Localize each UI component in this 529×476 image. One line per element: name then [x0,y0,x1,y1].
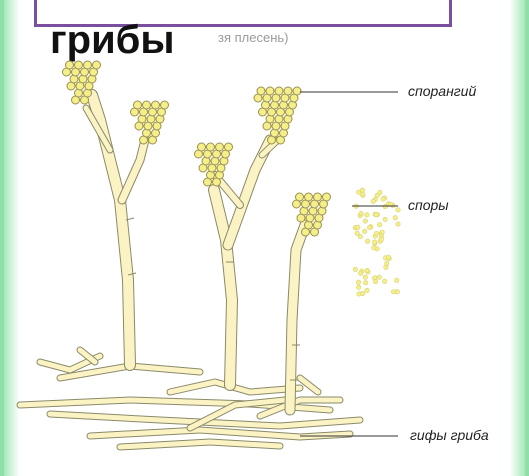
spore [84,61,92,69]
sporangiophore-1 [122,140,145,200]
loose-spore [396,208,400,212]
loose-spore [357,292,361,296]
loose-spore [373,279,377,283]
loose-spore [383,279,387,283]
label-sporangium: спорангий [408,83,476,99]
spore [314,193,322,201]
spore [66,61,74,69]
spore [323,193,331,201]
loose-spore [377,275,381,279]
loose-spore [385,261,389,265]
spore [207,143,215,151]
sporangium-1 [131,101,169,144]
spore [266,87,274,95]
label-spores: споры [408,197,449,213]
spore [284,87,292,95]
loose-spore [380,230,384,234]
loose-spore [393,216,397,220]
loose-spore [377,223,381,227]
spore [198,143,206,151]
spore [134,101,142,109]
loose-spore [363,275,367,279]
loose-spore [367,225,371,229]
loose-spore [375,193,379,197]
spore [143,101,151,109]
sporangium-3 [254,87,301,144]
spore [225,143,233,151]
spore [293,87,301,95]
leader-lines [300,92,398,436]
loose-spore [381,197,385,201]
spore [296,193,304,201]
spore [152,101,160,109]
loose-spore [384,265,388,269]
loose-spore [359,211,363,215]
loose-spore [358,271,362,275]
label-hyphae: гифы гриба [410,427,489,443]
spore [93,61,101,69]
loose-spore [363,219,367,223]
released-spores [353,188,400,296]
loose-spore [395,278,399,282]
hyphae-network [20,350,360,447]
spore [275,87,283,95]
spore [216,143,224,151]
loose-spore [365,213,369,217]
spore [257,87,265,95]
loose-spore [365,288,369,292]
loose-spore [356,285,360,289]
spore [161,101,169,109]
loose-spore [383,217,387,221]
spore [75,61,83,69]
loose-spore [356,280,360,284]
loose-spore [373,240,377,244]
loose-spore [364,281,368,285]
loose-spore [353,267,357,271]
loose-spore [365,239,369,243]
sporangiophore-2 [214,190,232,385]
loose-spore [355,231,359,235]
loose-spore [386,255,390,259]
spore [305,193,313,201]
loose-spore [396,222,400,226]
loose-spore [372,246,376,250]
loose-spore [374,213,378,217]
loose-spore [360,188,364,192]
loose-spore [374,231,378,235]
sporangium-2 [195,143,233,186]
loose-spore [356,225,360,229]
loose-spore [365,268,369,272]
loose-spore [371,199,375,203]
loose-spore [363,229,367,233]
loose-spore [391,290,395,294]
loose-spore [379,237,383,241]
